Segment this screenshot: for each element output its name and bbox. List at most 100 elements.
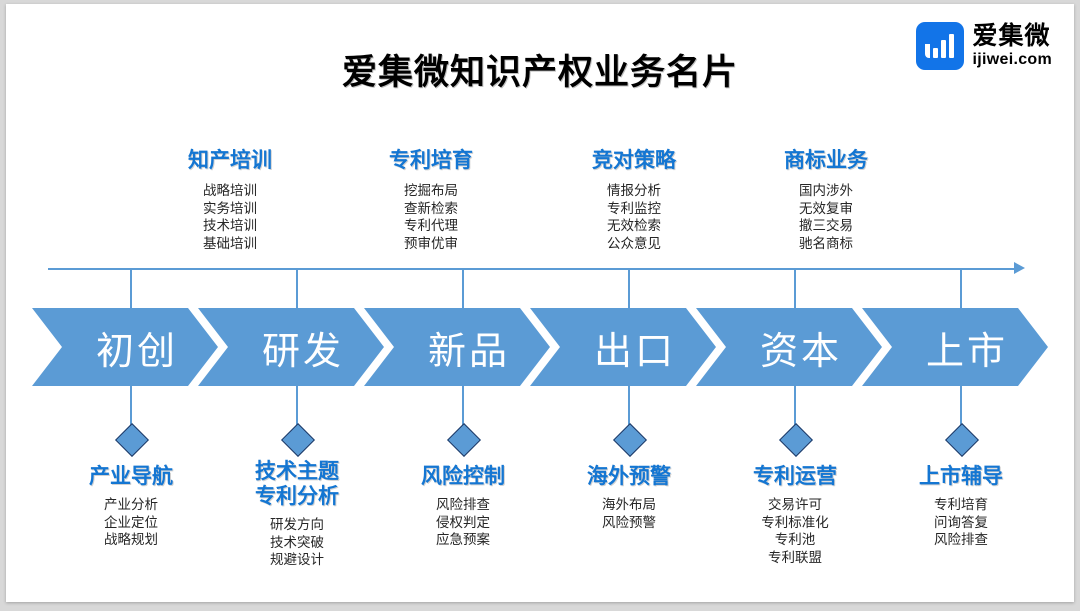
- stage-chevron-0[interactable]: 初创: [32, 308, 218, 386]
- list-item: 规避设计: [270, 552, 324, 567]
- top-group-list-2: 情报分析 专利监控 无效检索 公众意见: [534, 182, 734, 252]
- top-group-title-3: 商标业务: [784, 149, 868, 172]
- list-item: 驰名商标: [799, 235, 853, 251]
- list-item: 专利池: [774, 532, 816, 547]
- stage-label-2: 新品: [427, 330, 510, 373]
- axis-tick-1: [296, 270, 298, 310]
- list-item: 问询答复: [934, 514, 988, 530]
- stage-chevron-2[interactable]: 新品: [364, 308, 550, 386]
- axis-tick-0: [130, 270, 132, 310]
- list-item: 无效检索: [607, 218, 661, 233]
- list-item: 专利标准化: [761, 514, 829, 530]
- stage-label-3: 出口: [593, 330, 676, 373]
- brand-domain: ijiwei.com: [972, 51, 1052, 68]
- stage-chevron-4[interactable]: 资本: [696, 308, 882, 386]
- list-item: 战略规划: [104, 532, 158, 547]
- timeline-axis: [48, 268, 1020, 270]
- axis-tick-4: [794, 270, 796, 310]
- stage-chevrons: 初创 研发 新品 出口 资本 上市: [6, 308, 1074, 386]
- list-item: 专利代理: [404, 218, 458, 233]
- list-item: 专利监控: [607, 200, 661, 216]
- list-item: 技术培训: [203, 218, 257, 233]
- list-item: 风险预警: [602, 514, 656, 530]
- list-item: 海外布局: [602, 497, 656, 512]
- top-group-list-3: 国内涉外 无效复审 撤三交易 驰名商标: [726, 182, 926, 252]
- bottom-group-list-2: 风险排查 侵权判定 应急预案: [363, 496, 563, 549]
- list-item: 技术突破: [270, 534, 324, 550]
- top-group-list-0: 战略培训 实务培训 技术培训 基础培训: [130, 182, 330, 252]
- list-item: 公众意见: [607, 235, 661, 251]
- list-item: 预审优审: [404, 235, 458, 251]
- list-item: 研发方向: [270, 517, 324, 532]
- top-service-groups: 知产培训 战略培训 实务培训 技术培训 基础培训 专利培育 挖掘布局 查新检索 …: [6, 144, 1074, 259]
- bottom-group-title-4: 专利运营: [753, 465, 837, 488]
- bottom-group-title-1: 技术主题 专利分析: [197, 459, 397, 509]
- bottom-group-list-3: 海外布局 风险预警: [529, 496, 729, 531]
- bottom-group-title-1-line1: 技术主题: [255, 460, 339, 483]
- list-item: 国内涉外: [799, 183, 853, 198]
- list-item: 应急预案: [436, 532, 490, 547]
- stage-label-0: 初创: [95, 330, 178, 373]
- brand-logo: 爱集微 ijiwei.com: [915, 22, 1052, 70]
- bottom-group-3: 海外预警 海外布局 风险预警: [529, 464, 729, 531]
- drop-connector-4: [794, 386, 796, 430]
- bottom-group-title-3: 海外预警: [587, 465, 671, 488]
- bottom-group-list-1: 研发方向 技术突破 规避设计: [197, 516, 397, 569]
- stage-label-5: 上市: [925, 330, 1008, 373]
- logo-bar-4: [949, 34, 955, 58]
- axis-tick-2: [462, 270, 464, 310]
- top-group-2: 竞对策略 情报分析 专利监控 无效检索 公众意见: [534, 144, 734, 252]
- top-group-title-1: 专利培育: [389, 149, 473, 172]
- brand-text: 爱集微 ijiwei.com: [973, 24, 1052, 68]
- page-title: 爱集微知识产权业务名片: [341, 53, 738, 92]
- top-group-list-1: 挖掘布局 查新检索 专利代理 预审优审: [331, 182, 531, 252]
- list-item: 情报分析: [607, 183, 661, 198]
- list-item: 无效复审: [799, 200, 853, 216]
- bottom-group-5: 上市辅导 专利培育 问询答复 风险排查: [861, 464, 1061, 549]
- logo-bar-2: [933, 48, 939, 58]
- list-item: 产业分析: [104, 497, 158, 512]
- logo-bar-3: [941, 40, 947, 58]
- diamond-marker-1: [281, 423, 315, 457]
- bottom-group-0: 产业导航 产业分析 企业定位 战略规划: [31, 464, 231, 549]
- bottom-group-1: 技术主题 专利分析 研发方向 技术突破 规避设计: [197, 459, 397, 569]
- list-item: 风险排查: [436, 497, 490, 512]
- top-group-title-0: 知产培训: [188, 149, 272, 172]
- list-item: 专利联盟: [768, 549, 822, 565]
- axis-tick-5: [960, 270, 962, 310]
- list-item: 查新检索: [404, 200, 458, 216]
- stage-chevron-3[interactable]: 出口: [530, 308, 716, 386]
- bottom-group-list-5: 专利培育 问询答复 风险排查: [861, 496, 1061, 549]
- bottom-group-4: 专利运营 交易许可 专利标准化 专利池 专利联盟: [695, 464, 895, 566]
- list-item: 基础培训: [203, 235, 257, 251]
- list-item: 实务培训: [203, 200, 257, 216]
- list-item: 风险排查: [934, 532, 988, 547]
- brand-name-cn: 爱集微: [972, 22, 1051, 50]
- axis-tick-3: [628, 270, 630, 310]
- drop-connector-2: [462, 386, 464, 430]
- top-group-title-2: 竞对策略: [592, 149, 676, 172]
- drop-connector-0: [130, 386, 132, 430]
- bottom-group-title-2: 风险控制: [421, 465, 505, 488]
- list-item: 挖掘布局: [404, 183, 458, 198]
- top-group-3: 商标业务 国内涉外 无效复审 撤三交易 驰名商标: [726, 144, 926, 252]
- diamond-marker-0: [115, 423, 149, 457]
- stage-chevron-1[interactable]: 研发: [198, 308, 384, 386]
- stage-label-4: 资本: [759, 330, 842, 373]
- list-item: 专利培育: [934, 497, 988, 512]
- drop-connector-5: [960, 386, 962, 430]
- stage-chevron-5[interactable]: 上市: [862, 308, 1048, 386]
- drop-connector-1: [296, 386, 298, 430]
- logo-bar-1: [925, 44, 931, 58]
- stage-label-1: 研发: [261, 330, 344, 373]
- top-group-1: 专利培育 挖掘布局 查新检索 专利代理 预审优审: [331, 144, 531, 252]
- diamond-marker-3: [613, 423, 647, 457]
- list-item: 企业定位: [104, 514, 158, 530]
- right-arrow-icon: [1014, 262, 1025, 274]
- bottom-group-title-1-line2: 专利分析: [255, 485, 339, 508]
- list-item: 侵权判定: [436, 514, 490, 530]
- list-item: 交易许可: [768, 497, 822, 512]
- bottom-group-title-5: 上市辅导: [919, 465, 1003, 488]
- drop-connector-3: [628, 386, 630, 430]
- diamond-marker-2: [447, 423, 481, 457]
